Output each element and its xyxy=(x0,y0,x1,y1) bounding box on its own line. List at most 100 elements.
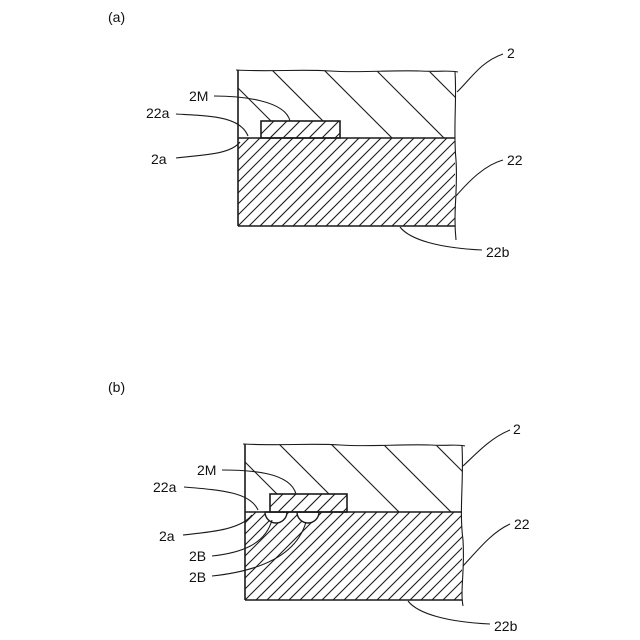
member-22-hatch-a xyxy=(150,138,623,226)
hatch-line xyxy=(410,512,498,600)
hatch-line xyxy=(356,494,374,512)
label-2B-first-b: 2B xyxy=(189,548,206,564)
hatch-line xyxy=(535,440,609,514)
hatch-line xyxy=(458,138,546,226)
leader-2M-b xyxy=(222,470,296,494)
hatch-line xyxy=(483,440,557,514)
hatch-line xyxy=(535,138,623,226)
hatch-line xyxy=(476,66,550,140)
label-2a-a: 2a xyxy=(151,151,167,167)
label-2a-b: 2a xyxy=(159,528,175,544)
hatch-line xyxy=(359,138,447,226)
leader-22b-a xyxy=(400,227,482,250)
leader-2-b xyxy=(463,430,510,466)
hatch-line xyxy=(212,512,300,600)
hatch-line xyxy=(348,121,365,138)
panel-b: (b) 2 2M 22a 2a 2B xyxy=(108,379,630,634)
label-22-b: 22 xyxy=(514,516,530,532)
leader-2-a xyxy=(457,54,503,92)
label-2-b: 2 xyxy=(513,421,521,437)
hatch-line xyxy=(542,512,630,600)
hatch-line xyxy=(289,512,377,600)
label-22a-a: 22a xyxy=(146,105,170,121)
hatch-line xyxy=(249,138,337,226)
leader-2a-b xyxy=(183,515,252,535)
hatch-line xyxy=(498,512,586,600)
member-2-wavy-top-b xyxy=(243,444,465,446)
hatch-line xyxy=(520,512,608,600)
hatch-line xyxy=(244,121,261,138)
label-2M-b: 2M xyxy=(197,462,216,478)
label-22-a: 22 xyxy=(507,152,523,168)
hatch-line xyxy=(183,138,271,226)
member-2-wavy-top-a xyxy=(236,70,458,72)
hatch-line xyxy=(513,138,601,226)
hatch-line xyxy=(326,138,414,226)
leader-22-a xyxy=(456,160,503,196)
hatch-line xyxy=(260,138,348,226)
label-22b-a: 22b xyxy=(486,244,510,260)
hatch-line xyxy=(205,138,293,226)
hatch-line xyxy=(256,512,344,600)
plate-2M-b xyxy=(270,494,347,512)
hatch-line xyxy=(370,138,458,226)
hatch-line xyxy=(271,138,359,226)
hatch-line xyxy=(333,512,421,600)
hatch-line xyxy=(487,512,575,600)
hatch-line xyxy=(421,512,509,600)
leader-22b-b xyxy=(408,601,490,624)
leader-22-b xyxy=(463,524,510,566)
hatch-line xyxy=(528,66,602,140)
hatch-line xyxy=(311,512,399,600)
hatch-line xyxy=(304,138,392,226)
label-22a-b: 22a xyxy=(153,479,177,495)
hatch-line xyxy=(315,138,403,226)
hatch-line xyxy=(344,512,432,600)
hatch-line xyxy=(172,138,260,226)
hatch-line xyxy=(278,512,366,600)
hatch-line xyxy=(392,138,480,226)
hatch-line xyxy=(465,512,553,600)
leader-22a-b xyxy=(184,487,258,510)
panel-label-a: (a) xyxy=(108,9,125,25)
hatch-line xyxy=(348,138,436,226)
leader-2a-a xyxy=(176,142,240,158)
hatch-line xyxy=(366,512,454,600)
hatch-line xyxy=(322,512,410,600)
member-2-hatch-a xyxy=(164,66,602,140)
hatch-line xyxy=(337,138,425,226)
hatch-line xyxy=(403,138,491,226)
panel-label-b: (b) xyxy=(108,379,125,395)
hatch-line xyxy=(377,512,465,600)
hatch-line xyxy=(300,512,388,600)
label-22b-b: 22b xyxy=(494,618,518,634)
label-2B-second-b: 2B xyxy=(189,569,206,585)
member-22-wavy-right-a xyxy=(455,72,457,240)
hatch-line xyxy=(388,512,476,600)
hatch-line xyxy=(355,512,443,600)
label-2-a: 2 xyxy=(507,45,515,61)
hatch-line xyxy=(282,138,370,226)
hatch-line xyxy=(252,494,270,512)
hatch-line xyxy=(234,512,322,600)
hatch-line xyxy=(293,138,381,226)
bubble-2B-second xyxy=(297,512,319,523)
hatch-line xyxy=(531,512,619,600)
hatch-line xyxy=(491,138,579,226)
hatch-line xyxy=(414,138,502,226)
hatch-line xyxy=(216,138,304,226)
hatch-line xyxy=(524,138,612,226)
hatch-line xyxy=(399,512,487,600)
member-2-hatch-b xyxy=(171,440,609,514)
hatch-line xyxy=(227,138,315,226)
leader-2B-second-b xyxy=(212,522,306,576)
hatch-line xyxy=(245,512,333,600)
panel-a: (a) 2 2M 22a 2a 22 22b xyxy=(108,9,623,260)
hatch-line xyxy=(161,138,249,226)
leader-2M-a xyxy=(214,96,290,121)
hatch-line xyxy=(238,138,326,226)
member-22-hatch-b xyxy=(157,512,630,600)
label-2M-a: 2M xyxy=(189,88,208,104)
hatch-line xyxy=(480,138,568,226)
